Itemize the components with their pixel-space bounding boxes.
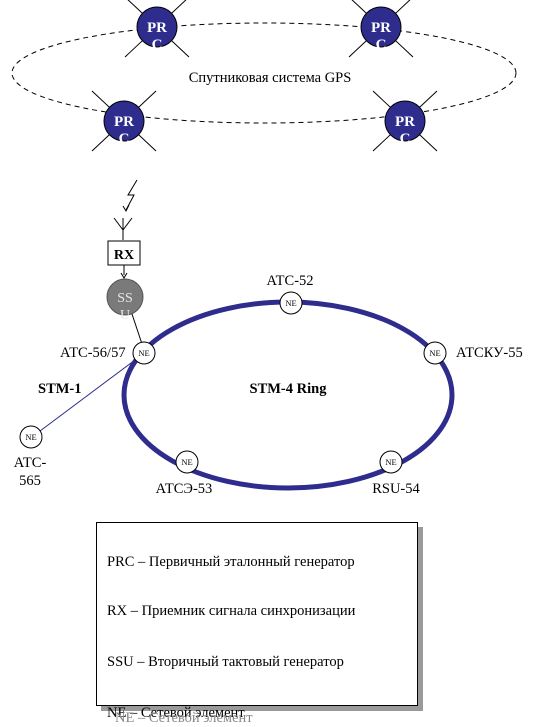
ne-label: NE xyxy=(385,457,396,467)
ne-label: NE xyxy=(138,348,149,358)
node-label-rsu54: RSU-54 xyxy=(372,481,420,497)
rx-ssu-arrowhead xyxy=(120,272,128,279)
stm1-link xyxy=(31,353,144,438)
ne-label: NE xyxy=(285,298,296,308)
ne-node-atcku55: NE xyxy=(423,341,447,365)
satellite-label-bottom: C xyxy=(119,131,130,147)
satellite-2: PR C xyxy=(348,0,414,58)
rx-label: RX xyxy=(114,248,134,263)
ne-label: NE xyxy=(429,348,440,358)
legend-ne-ghost: NE – Сетевой элемент xyxy=(115,710,253,726)
ring-label: STM-4 Ring xyxy=(250,381,328,397)
ne-node-rsu54: NE xyxy=(379,450,403,474)
ne-node-atc52: NE xyxy=(279,291,303,315)
node-label-atc52: АТС-52 xyxy=(266,273,313,289)
gps-orbit xyxy=(11,22,517,124)
antenna-icon xyxy=(113,217,133,240)
ssu-label-bottom: U xyxy=(120,308,130,323)
legend-ssu: SSU – Вторичный тактовый генератор xyxy=(107,654,344,670)
node-label-atc565-line2: 565 xyxy=(19,473,41,489)
node-label-atc565-line1: АТС- xyxy=(14,455,47,471)
ssu-ne-link xyxy=(131,313,143,345)
satellite-1: PR C xyxy=(124,0,190,58)
satellite-4: PR C xyxy=(372,90,438,152)
node-label-atce53: АТСЭ-53 xyxy=(156,481,213,497)
legend-prc: PRC – Первичный эталонный генератор xyxy=(107,554,355,570)
ne-node-atc565: NE xyxy=(19,425,43,449)
node-label-atc5657: АТС-56/57 xyxy=(60,345,126,361)
legend-rx: RX – Приемник сигнала синхронизации xyxy=(107,603,356,619)
ne-label: NE xyxy=(181,457,192,467)
legend-ne: NE – Сетевой элемент xyxy=(107,705,245,721)
satellite-label-top: PR xyxy=(395,114,415,130)
satellite-label-top: PR xyxy=(147,20,167,36)
stm1-label: STM-1 xyxy=(38,381,82,397)
satellite-label-bottom: C xyxy=(400,131,411,147)
satellite-label-bottom: C xyxy=(376,37,387,53)
lightning-icon xyxy=(125,179,138,211)
lightning-arrowhead xyxy=(122,204,130,213)
satellite-label-top: PR xyxy=(371,20,391,36)
satellite-label-bottom: C xyxy=(152,37,163,53)
satellite-3: PR C xyxy=(91,90,157,152)
node-label-atcku55: АТСКУ-55 xyxy=(456,345,523,361)
satellite-label-top: PR xyxy=(114,114,134,130)
ssu-label-top: SS xyxy=(117,291,133,306)
ne-node-atc5657: NE xyxy=(132,341,156,365)
rx-box xyxy=(107,240,141,266)
legend-box: PRC – Первичный эталонный генератор RX –… xyxy=(96,522,418,721)
ssu-node xyxy=(106,278,144,316)
ne-label: NE xyxy=(25,432,36,442)
gps-label: Спутниковая система GPS xyxy=(189,70,352,86)
ne-node-atce53: NE xyxy=(175,450,199,474)
